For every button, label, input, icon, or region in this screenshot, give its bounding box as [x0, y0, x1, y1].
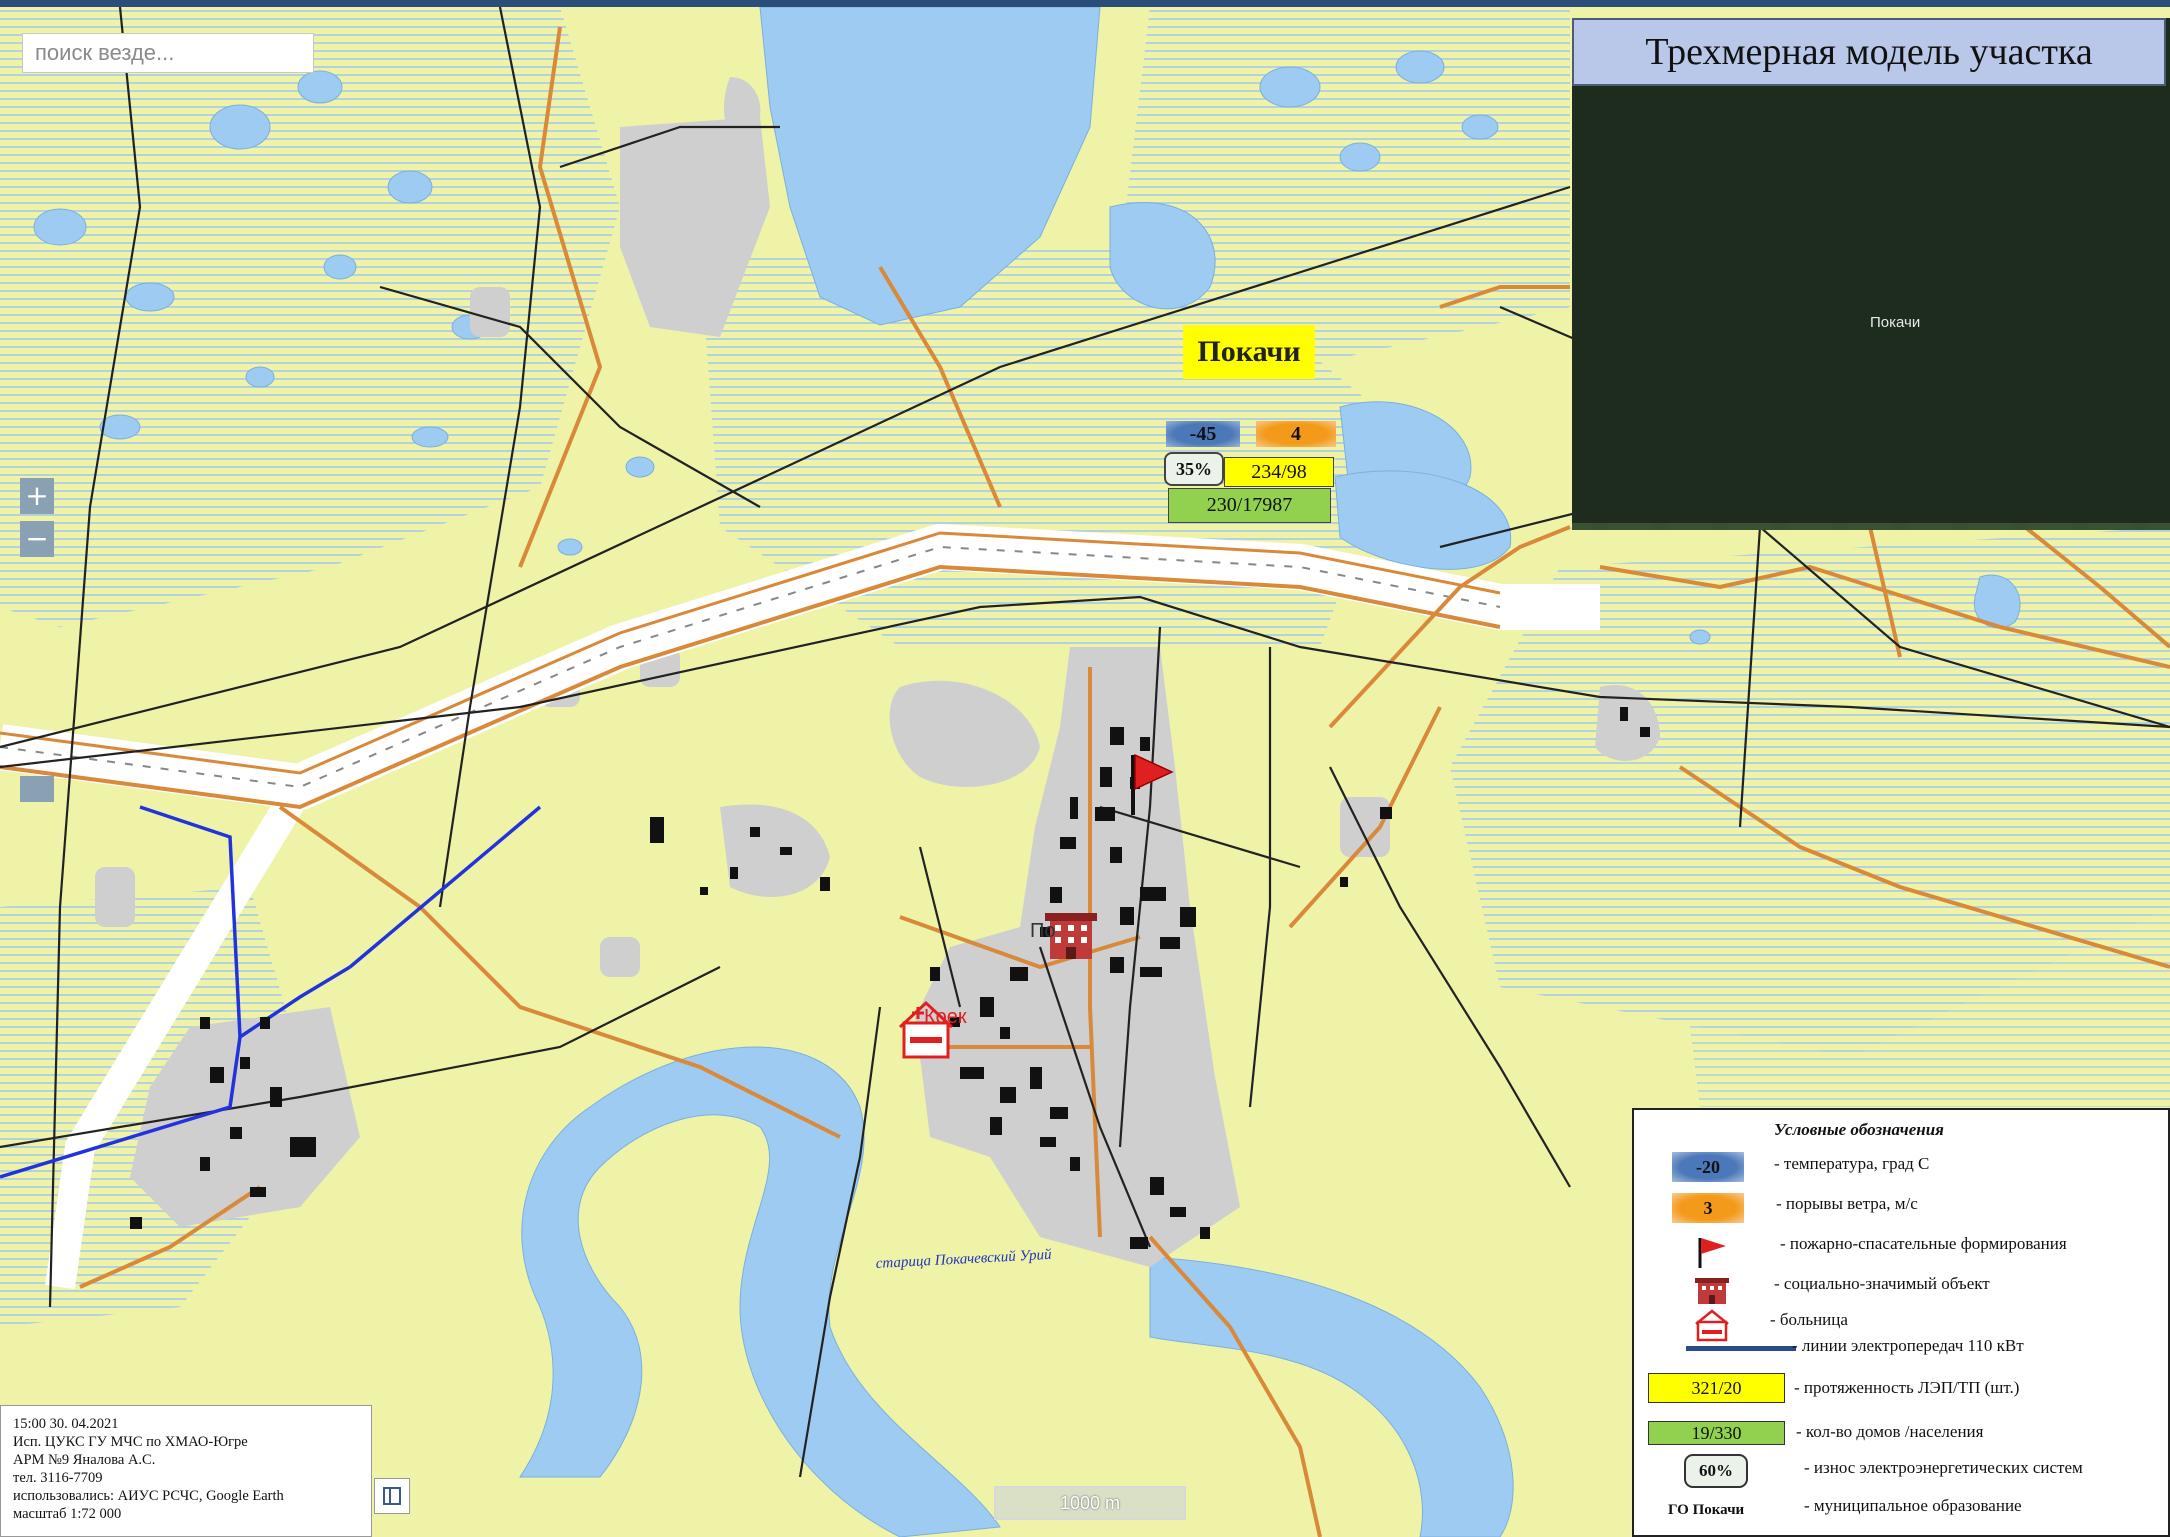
- water-bodies: [33, 7, 2021, 1537]
- legend-go-text: - муниципальное образование: [1804, 1496, 2022, 1515]
- fire-station-flag-icon[interactable]: [1131, 753, 1174, 815]
- powerlines-110kv: [0, 805, 542, 1179]
- hospital-label: Коек: [924, 1006, 967, 1028]
- legend-temperature-swatch: -20: [1672, 1152, 1744, 1182]
- power-lines-badge: 234/98: [1224, 457, 1334, 487]
- satellite-place-label: Покачи: [1870, 314, 1921, 331]
- legend-powerline-swatch: [1686, 1346, 1796, 1351]
- legend-powerline-text: - линии электропередач 110 кВт: [1792, 1336, 2024, 1355]
- zoom-slider-handle[interactable]: [20, 776, 54, 802]
- top-bar: [0, 0, 2170, 7]
- legend-houses-text: - кол-во домов /населения: [1796, 1422, 1984, 1441]
- legend-wear-swatch: 60%: [1684, 1454, 1748, 1488]
- legend-hospital-icon: [1695, 1309, 1729, 1342]
- legend-hospital-text: - больница: [1770, 1310, 1848, 1329]
- buildings: [130, 707, 1650, 1249]
- search-input[interactable]: [22, 33, 314, 73]
- legend-fire-text: - пожарно-спасательные формирования: [1780, 1234, 2067, 1253]
- zoom-out-button[interactable]: −: [20, 521, 54, 557]
- legend-temperature-text: - температура, град С: [1774, 1154, 1930, 1173]
- temperature-badge: -45: [1166, 421, 1240, 447]
- info-scale: масштаб 1:72 000: [13, 1506, 122, 1522]
- zoom-in-button[interactable]: +: [20, 478, 54, 514]
- panel-toggle-icon: [383, 1487, 401, 1505]
- legend-lep-text: - протяженность ЛЭП/ТП (шт.): [1794, 1378, 2020, 1397]
- 3d-model-title: Трехмерная модель участка: [1572, 18, 2166, 86]
- legend-go-sample: ГО Покачи: [1668, 1502, 1745, 1518]
- legend-wind-swatch: 3: [1672, 1193, 1744, 1223]
- wear-badge: 35%: [1164, 452, 1224, 486]
- highway-corridor: [0, 524, 1600, 1290]
- info-sources: использовались: АИУС РСЧС, Google Earth: [13, 1488, 284, 1504]
- legend-social-object-icon: [1695, 1278, 1729, 1304]
- info-executor: Исп. ЦУКС ГУ МЧС по ХМАО-Югре: [13, 1434, 248, 1450]
- legend-houses-swatch: 19/330: [1648, 1421, 1785, 1445]
- wind-badge: 4: [1256, 421, 1336, 447]
- legend-lep-swatch: 321/20: [1648, 1373, 1785, 1403]
- info-phone: тел. 3116-7709: [13, 1470, 103, 1486]
- social-object-icon[interactable]: [1045, 913, 1097, 959]
- legend-social-object-text: - социально-значимый объект: [1774, 1274, 1990, 1293]
- info-box: 15:00 30. 04.2021 Исп. ЦУКС ГУ МЧС по ХМ…: [0, 1405, 372, 1537]
- info-workstation: АРМ №9 Яналова А.С.: [13, 1452, 156, 1468]
- settlement-short-label: По: [1030, 920, 1056, 942]
- legend-wind-text: - порывы ветра, м/с: [1776, 1194, 1918, 1213]
- city-name-label[interactable]: Покачи: [1183, 325, 1315, 379]
- layers-button[interactable]: [374, 1478, 410, 1514]
- legend-panel: Условные обозначения -20 - температура, …: [1632, 1108, 2170, 1537]
- hospital-icon[interactable]: [898, 1000, 954, 1059]
- houses-population-badge: 230/17987: [1168, 488, 1331, 523]
- legend-fire-flag-icon: [1698, 1238, 1726, 1268]
- scale-bar: 1000 m: [994, 1486, 1186, 1520]
- 3d-model-panel: Трехмерная модель участка Покачи: [1572, 18, 2170, 523]
- info-datetime: 15:00 30. 04.2021: [13, 1416, 119, 1432]
- legend-title: Условные обозначения: [1774, 1120, 1944, 1139]
- power-lines: [0, 7, 2170, 1478]
- legend-wear-text: - износ электроэнергетических систем: [1804, 1458, 2083, 1477]
